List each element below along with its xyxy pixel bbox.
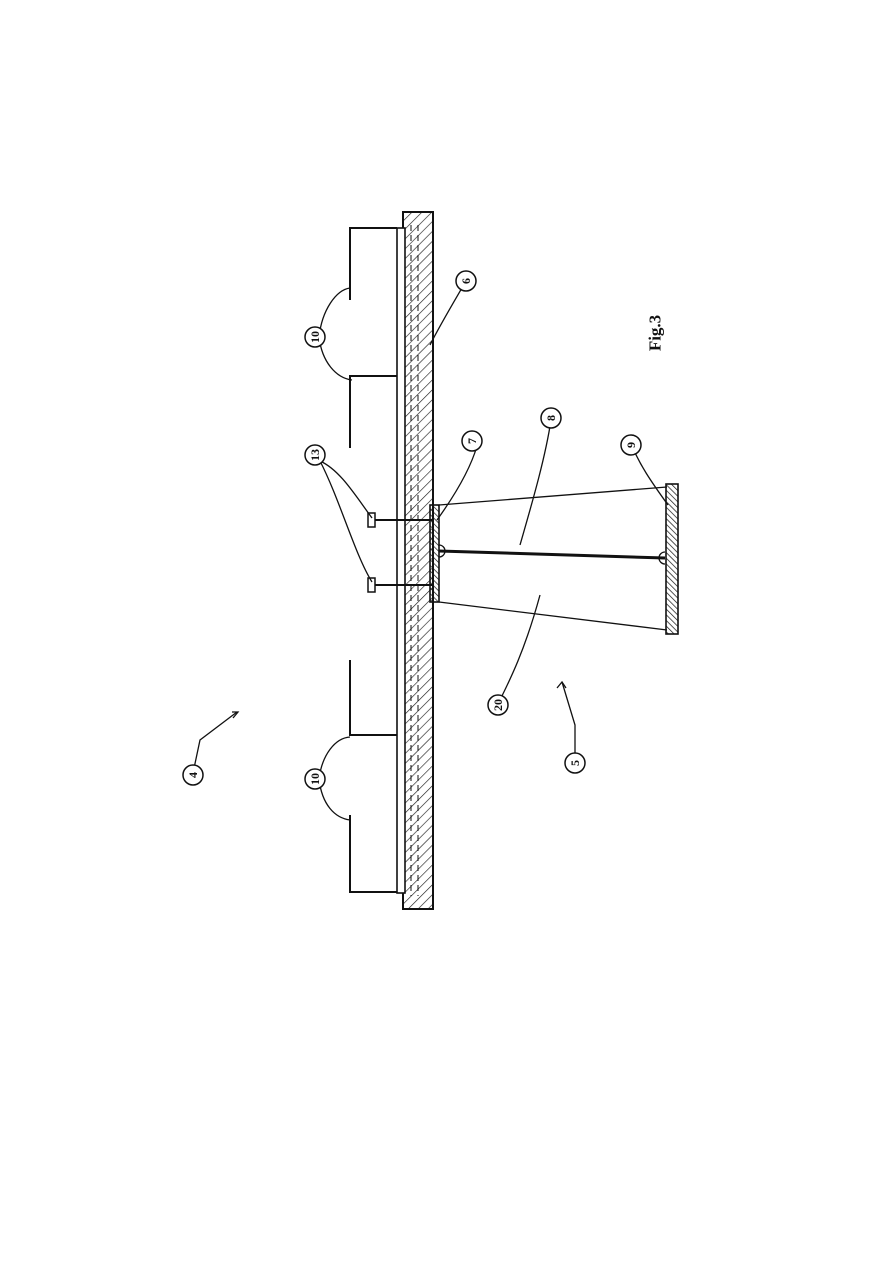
label-20-text: 20 <box>491 699 505 711</box>
label-13-text: 13 <box>308 449 322 461</box>
anchor-bolts-13 <box>367 512 433 593</box>
label-20: 20 <box>487 694 509 716</box>
label-9-text: 9 <box>624 442 638 448</box>
label-10-top-text: 10 <box>308 331 322 343</box>
label-10-top: 10 <box>304 326 326 348</box>
pedestal-20 <box>438 486 668 631</box>
label-10-bottom-text: 10 <box>308 773 322 785</box>
label-13: 13 <box>304 444 326 466</box>
label-4: 4 <box>182 764 204 786</box>
top-layer <box>396 227 406 894</box>
figure-caption: Fig.3 <box>646 315 665 351</box>
label-7-text: 7 <box>465 438 479 444</box>
hooks-10 <box>349 227 397 893</box>
label-5-text: 5 <box>568 760 582 766</box>
label-8-text: 8 <box>544 415 558 421</box>
label-6-text: 6 <box>459 278 473 284</box>
label-9: 9 <box>620 434 642 456</box>
label-7: 7 <box>461 430 483 452</box>
label-4-text: 4 <box>186 772 200 778</box>
label-5: 5 <box>564 752 586 774</box>
label-8: 8 <box>540 407 562 429</box>
base-plate-9 <box>665 483 679 635</box>
label-10-bottom: 10 <box>304 768 326 790</box>
post-8 <box>438 549 666 565</box>
base-slab <box>402 211 434 910</box>
label-6: 6 <box>455 270 477 292</box>
